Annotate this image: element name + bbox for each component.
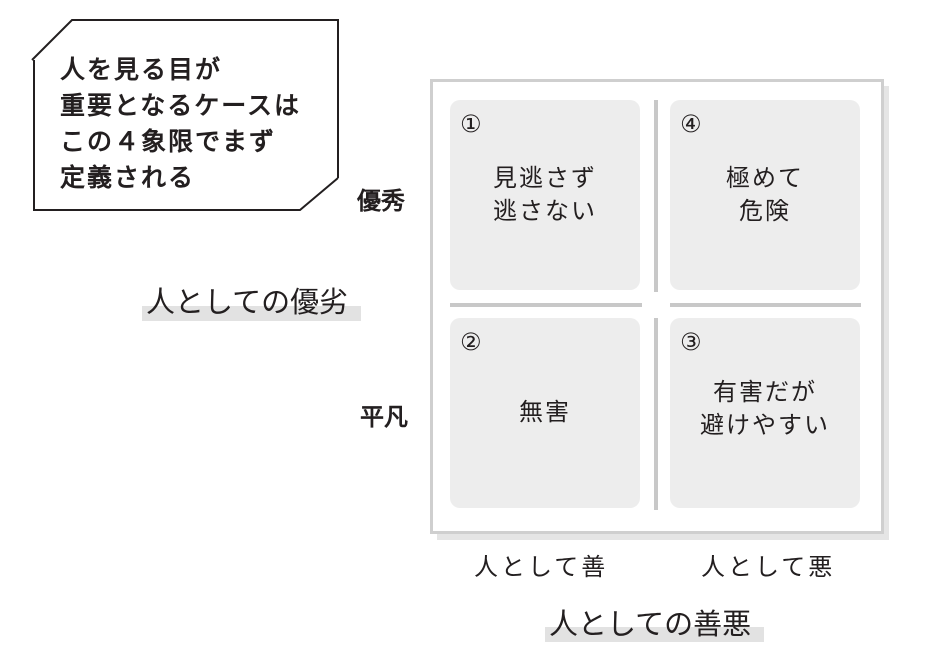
quadrant-1: ① 見逃さず 逃さない [450,100,640,290]
quadrant-label-line: 見逃さず [493,164,597,192]
quadrant-number: ① [460,110,482,138]
quadrant-number: ② [460,328,482,356]
row-label-excellent: 優秀 [357,187,405,215]
callout-line: 人を見る目が [60,55,223,84]
quadrant-label-line: 極めて [726,164,804,192]
quadrant-label-line: 逃さない [493,197,597,225]
callout-box: 人を見る目が 重要となるケースは この４象限でまず 定義される [28,18,346,218]
divider-horizontal-right [670,303,861,307]
quadrant-label: 見逃さず 逃さない [450,162,640,228]
axis-y-title: 人としての優劣 [146,285,349,319]
callout-line: 定義される [60,163,196,192]
quadrant-label-line: 避けやすい [700,411,830,439]
axis-x-highlight [545,627,764,642]
quadrant-label: 無害 [450,396,640,429]
quadrant-label: 有害だが 避けやすい [670,376,860,442]
callout-text: 人を見る目が 重要となるケースは この４象限でまず 定義される [60,52,301,196]
quadrant-label-line: 有害だが [713,378,817,406]
quadrant-number: ③ [680,328,702,356]
quadrant-number: ④ [680,110,702,138]
divider-horizontal-left [450,303,642,307]
axis-x-title: 人としての善悪 [549,607,752,641]
quadrant-4: ④ 極めて 危険 [670,100,860,290]
quadrant-label: 極めて 危険 [670,162,860,228]
callout-frame [31,19,339,211]
divider-vertical-bottom [654,318,658,510]
row-label-ordinary: 平凡 [360,403,408,431]
quadrant-label-line: 無害 [519,398,571,426]
callout-line: 重要となるケースは [60,91,302,120]
column-label-bad: 人として悪 [701,553,836,581]
quadrant-label-line: 危険 [739,197,791,225]
axis-y-highlight [142,306,361,321]
column-label-good: 人として善 [474,553,609,581]
quadrant-3: ③ 有害だが 避けやすい [670,318,860,508]
callout-line: この４象限でまず [60,127,277,156]
divider-vertical-top [654,100,658,292]
quadrant-2: ② 無害 [450,318,640,508]
